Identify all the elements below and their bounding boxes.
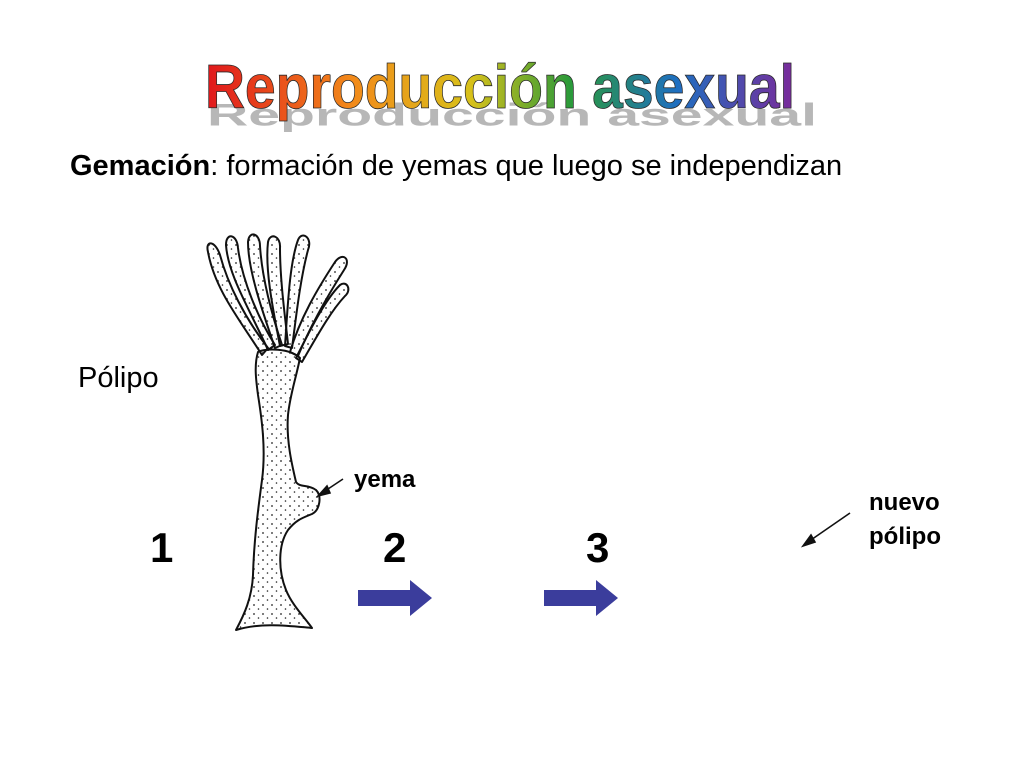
subtitle: Gemación: formación de yemas que luego s… <box>70 150 842 183</box>
bud-label: yema <box>354 466 416 493</box>
tentacle-5 <box>284 234 311 349</box>
tentacle-6 <box>289 255 348 357</box>
polyp-body <box>235 348 321 631</box>
polyp-label: Pólipo <box>78 362 159 394</box>
tentacle-2 <box>225 235 276 351</box>
title-text: Reproducción asexual <box>205 53 795 122</box>
title-graphic: Reproducción asexual Reproducción asexua… <box>205 53 817 133</box>
stage-number-1: 1 <box>150 524 174 571</box>
pointer-arrow-icon <box>315 478 344 498</box>
tentacle-1 <box>206 242 269 356</box>
subtitle-definition: : formación de yemas que luego se indepe… <box>210 150 843 182</box>
pointer-arrow-icon <box>800 512 851 548</box>
new-polyp-label: nuevo pólipo <box>869 486 941 554</box>
page-title: Reproducción asexual Reproducción asexua… <box>150 40 870 140</box>
tentacle-4 <box>266 235 289 347</box>
subtitle-term: Gemación <box>70 150 211 182</box>
new-polyp-label-line1: nuevo <box>869 489 940 516</box>
right-arrow-icon <box>544 580 618 616</box>
new-polyp-label-line2: pólipo <box>869 523 941 550</box>
tentacle-7 <box>295 282 350 363</box>
right-arrow-icon <box>358 580 432 616</box>
stage-number-3: 3 <box>586 524 610 571</box>
stage-number-2: 2 <box>383 524 407 571</box>
tentacle-3 <box>247 233 283 349</box>
hydra-polyp-drawing <box>206 233 350 631</box>
title-shadow: Reproducción asexual <box>207 97 817 132</box>
